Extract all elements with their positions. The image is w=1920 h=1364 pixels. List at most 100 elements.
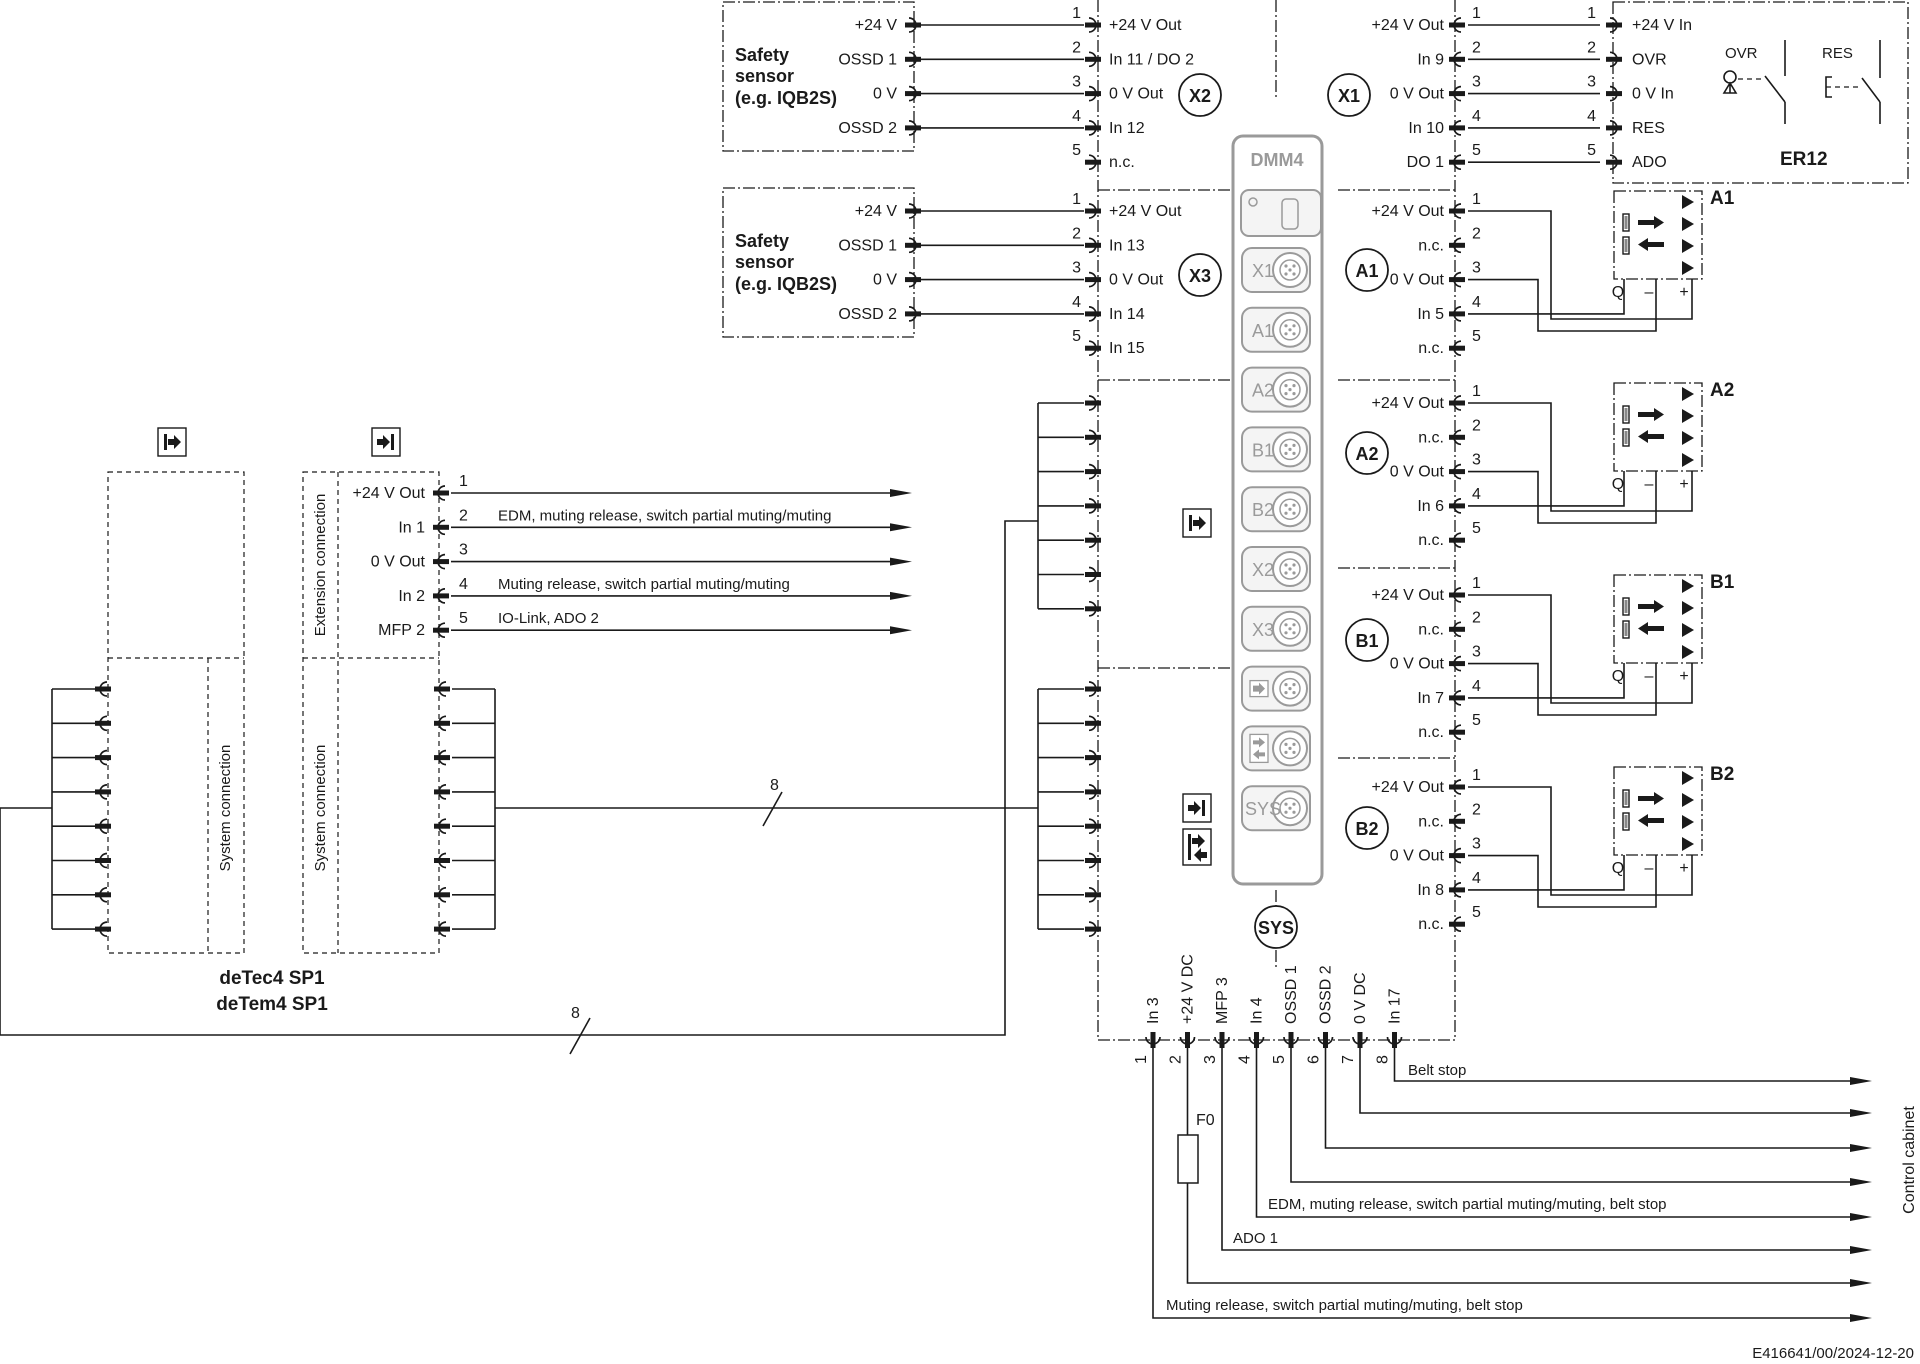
fuse: F0 bbox=[1177, 1112, 1215, 1184]
system-connector bbox=[434, 682, 450, 696]
pin-number: 3 bbox=[1472, 644, 1481, 661]
pin-label: 0 V Out bbox=[1109, 272, 1164, 289]
wire bbox=[1393, 1048, 1860, 1082]
wire bbox=[1290, 1048, 1860, 1183]
pin-label: 0 V Out bbox=[1390, 656, 1445, 673]
pin-number: 1 bbox=[1587, 5, 1596, 22]
pin-number: 8 bbox=[1375, 1055, 1392, 1064]
wire bbox=[1468, 210, 1693, 320]
wire bbox=[1468, 278, 1657, 332]
ext-pin-label: MFP 2 bbox=[378, 622, 425, 639]
pin-number: 1 bbox=[1472, 575, 1481, 592]
pin-label: n.c. bbox=[1418, 813, 1444, 830]
system-connector bbox=[434, 751, 450, 765]
lamp-minus-label: – bbox=[1645, 860, 1654, 877]
system-connector bbox=[434, 854, 450, 868]
sys-pin-label: 0 V DC bbox=[1352, 972, 1369, 1024]
pin-label: 0 V Out bbox=[1109, 86, 1164, 103]
wire bbox=[1468, 470, 1657, 524]
fuse-label: F0 bbox=[1196, 1112, 1215, 1129]
pin-number: 4 bbox=[1587, 108, 1596, 125]
arrow bbox=[1850, 1314, 1872, 1322]
pin-number: 3 bbox=[1472, 452, 1481, 469]
pin-number: 1 bbox=[1072, 191, 1081, 208]
indicator-lamps: A1Q–+A2Q–+B1Q–+B2Q–+ bbox=[1468, 188, 1735, 908]
pin-label: n.c. bbox=[1418, 724, 1444, 741]
wire bbox=[1359, 1048, 1860, 1114]
sensor-pin-connector bbox=[905, 87, 921, 101]
connector bbox=[1449, 533, 1465, 547]
arrow bbox=[890, 523, 912, 532]
pin-label: In 13 bbox=[1109, 237, 1145, 254]
module-port-label: B2 bbox=[1252, 500, 1274, 520]
lamp-minus-label: – bbox=[1645, 476, 1654, 493]
connector bbox=[1449, 725, 1465, 739]
pin-number: 4 bbox=[1072, 108, 1081, 125]
lamp bbox=[1613, 574, 1703, 664]
pin-label: 0 V Out bbox=[1390, 86, 1445, 103]
lamp-minus-label: – bbox=[1645, 284, 1654, 301]
connector bbox=[1606, 155, 1622, 169]
arrow bbox=[890, 489, 912, 497]
pin-number: 2 bbox=[1472, 609, 1481, 626]
pin-label: In 14 bbox=[1109, 306, 1145, 323]
arrow bbox=[1850, 1109, 1872, 1117]
pin-number: 5 bbox=[1072, 328, 1081, 345]
left-system-label: System connection bbox=[217, 745, 234, 872]
wire bbox=[1468, 663, 1625, 699]
tag-a1: A1 bbox=[1355, 261, 1378, 281]
pin-label: In 7 bbox=[1417, 690, 1444, 707]
connector bbox=[1449, 691, 1465, 705]
module-port-label: A1 bbox=[1252, 321, 1274, 341]
wire bbox=[1152, 1048, 1860, 1319]
ext-connector bbox=[433, 623, 449, 637]
pin-number: 3 bbox=[1202, 1055, 1219, 1064]
pin-number: 5 bbox=[1472, 712, 1481, 729]
pin-number: 5 bbox=[1472, 328, 1481, 345]
sys-pin-label: In 17 bbox=[1387, 988, 1404, 1024]
connector-tags: X2 X3 X1 A1 A2 B1 B2 SYS bbox=[1178, 73, 1389, 949]
connector bbox=[1449, 52, 1465, 66]
dmm4-enclosure bbox=[1097, 0, 1456, 1041]
ext-line-label: IO-Link, ADO 2 bbox=[498, 610, 599, 627]
ext-line-label: EDM, muting release, switch partial muti… bbox=[498, 507, 831, 524]
control-cabinet-label: Control cabinet bbox=[1901, 1106, 1918, 1214]
system-connector bbox=[434, 922, 450, 936]
wire bbox=[1468, 279, 1625, 315]
wire bbox=[1468, 855, 1625, 891]
pin-number: 3 bbox=[1587, 74, 1596, 91]
tag-b2: B2 bbox=[1355, 819, 1378, 839]
pin-number: 1 bbox=[1472, 5, 1481, 22]
pin-label: 0 V Out bbox=[1390, 848, 1445, 865]
connector bbox=[1449, 307, 1465, 321]
arrow bbox=[890, 626, 912, 635]
cabinet-line-label: Belt stop bbox=[1408, 1062, 1466, 1079]
connector bbox=[1449, 121, 1465, 135]
pin-number: 2 bbox=[1472, 801, 1481, 818]
connector bbox=[1449, 657, 1465, 671]
pin-number: 5 bbox=[1472, 904, 1481, 921]
wire bbox=[1468, 854, 1657, 908]
tag-b1: B1 bbox=[1355, 631, 1378, 651]
pin-number: 5 bbox=[1587, 142, 1596, 159]
tag-x2: X2 bbox=[1189, 86, 1211, 106]
connector bbox=[1449, 396, 1465, 410]
pin-label: In 6 bbox=[1417, 498, 1444, 515]
lamp-q-label: Q bbox=[1612, 860, 1624, 877]
pin-number: 5 bbox=[1472, 142, 1481, 159]
pin-label: +24 V Out bbox=[1109, 203, 1182, 220]
system-connector bbox=[95, 716, 111, 730]
lamp bbox=[1613, 766, 1703, 856]
ovr-label: OVR bbox=[1725, 45, 1758, 62]
system-bundles bbox=[1037, 396, 1101, 936]
lamp-plus-label: + bbox=[1679, 860, 1688, 877]
pin-label: DO 1 bbox=[1407, 154, 1444, 171]
pin-label: +24 V Out bbox=[1372, 587, 1445, 604]
connector bbox=[1449, 18, 1465, 32]
pin-number: 5 bbox=[1072, 142, 1081, 159]
module-port-label: X2 bbox=[1252, 560, 1274, 580]
sys-pin-label: MFP 3 bbox=[1214, 977, 1231, 1024]
